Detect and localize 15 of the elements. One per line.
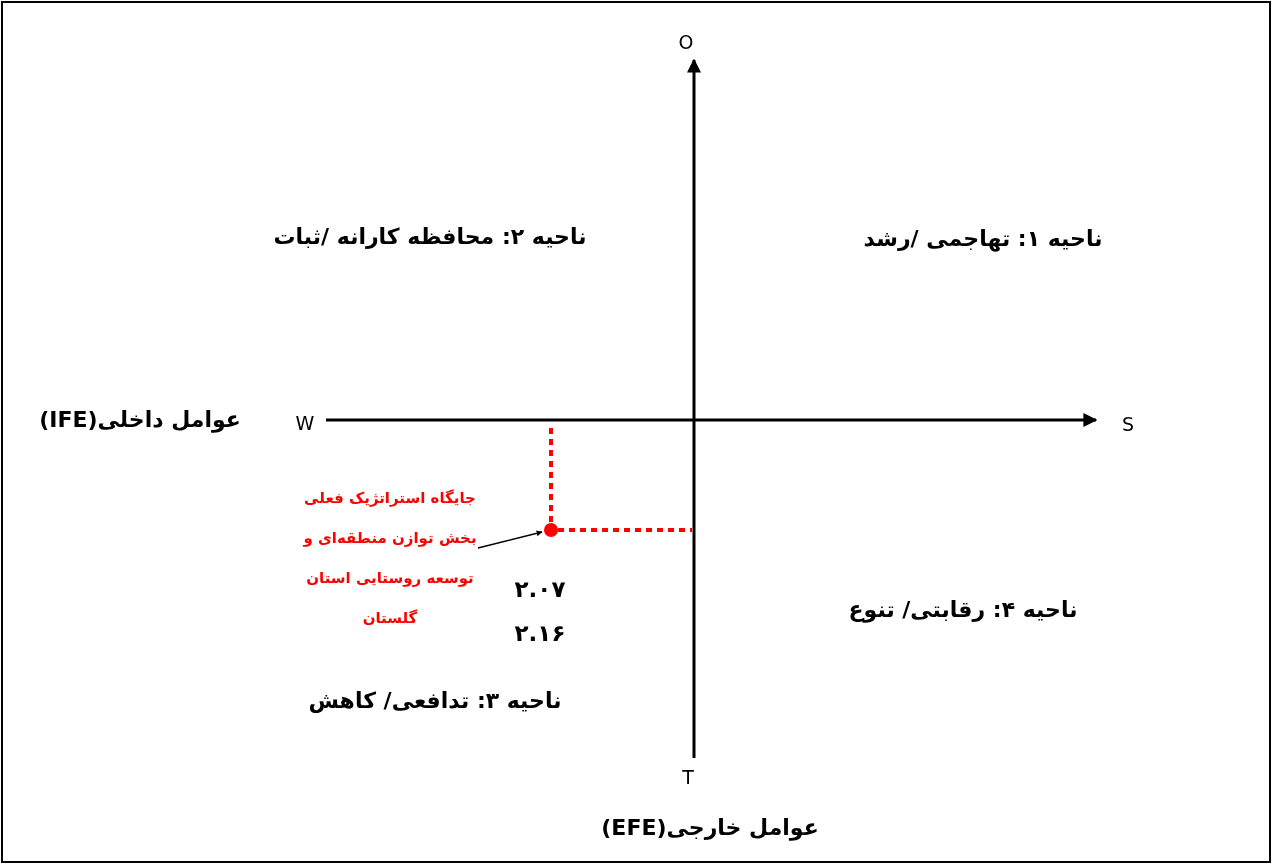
value-label: ۲.۱۶ <box>514 620 566 646</box>
position-point <box>544 523 558 537</box>
axis-letter: W <box>295 412 315 434</box>
axis-title: عوامل داخلی(IFE) <box>39 406 241 432</box>
axis-letter: S <box>1121 413 1135 435</box>
axis-title: عوامل خارجی(EFE) <box>601 814 819 840</box>
quadrant-label: ناحیه ۴: رقابتی/ تنوع <box>848 596 1078 622</box>
axis-letter: T <box>682 766 694 788</box>
annotation-text: جایگاه استراتژیک فعلی بخش توازن منطقه‌ای و توسعه روستایی استان گلستان <box>290 478 490 638</box>
quadrant-label: ناحیه ۲: محافظه کارانه /ثبات <box>273 223 587 249</box>
axis-letter: O <box>678 31 694 53</box>
value-label: ۲.۰۷ <box>514 576 566 602</box>
quadrant-label: ناحیه ۱: تهاجمی /رشد <box>863 225 1103 251</box>
quadrant-label: ناحیه ۳: تدافعی/ کاهش <box>308 687 562 713</box>
leader-arrow <box>477 530 543 549</box>
